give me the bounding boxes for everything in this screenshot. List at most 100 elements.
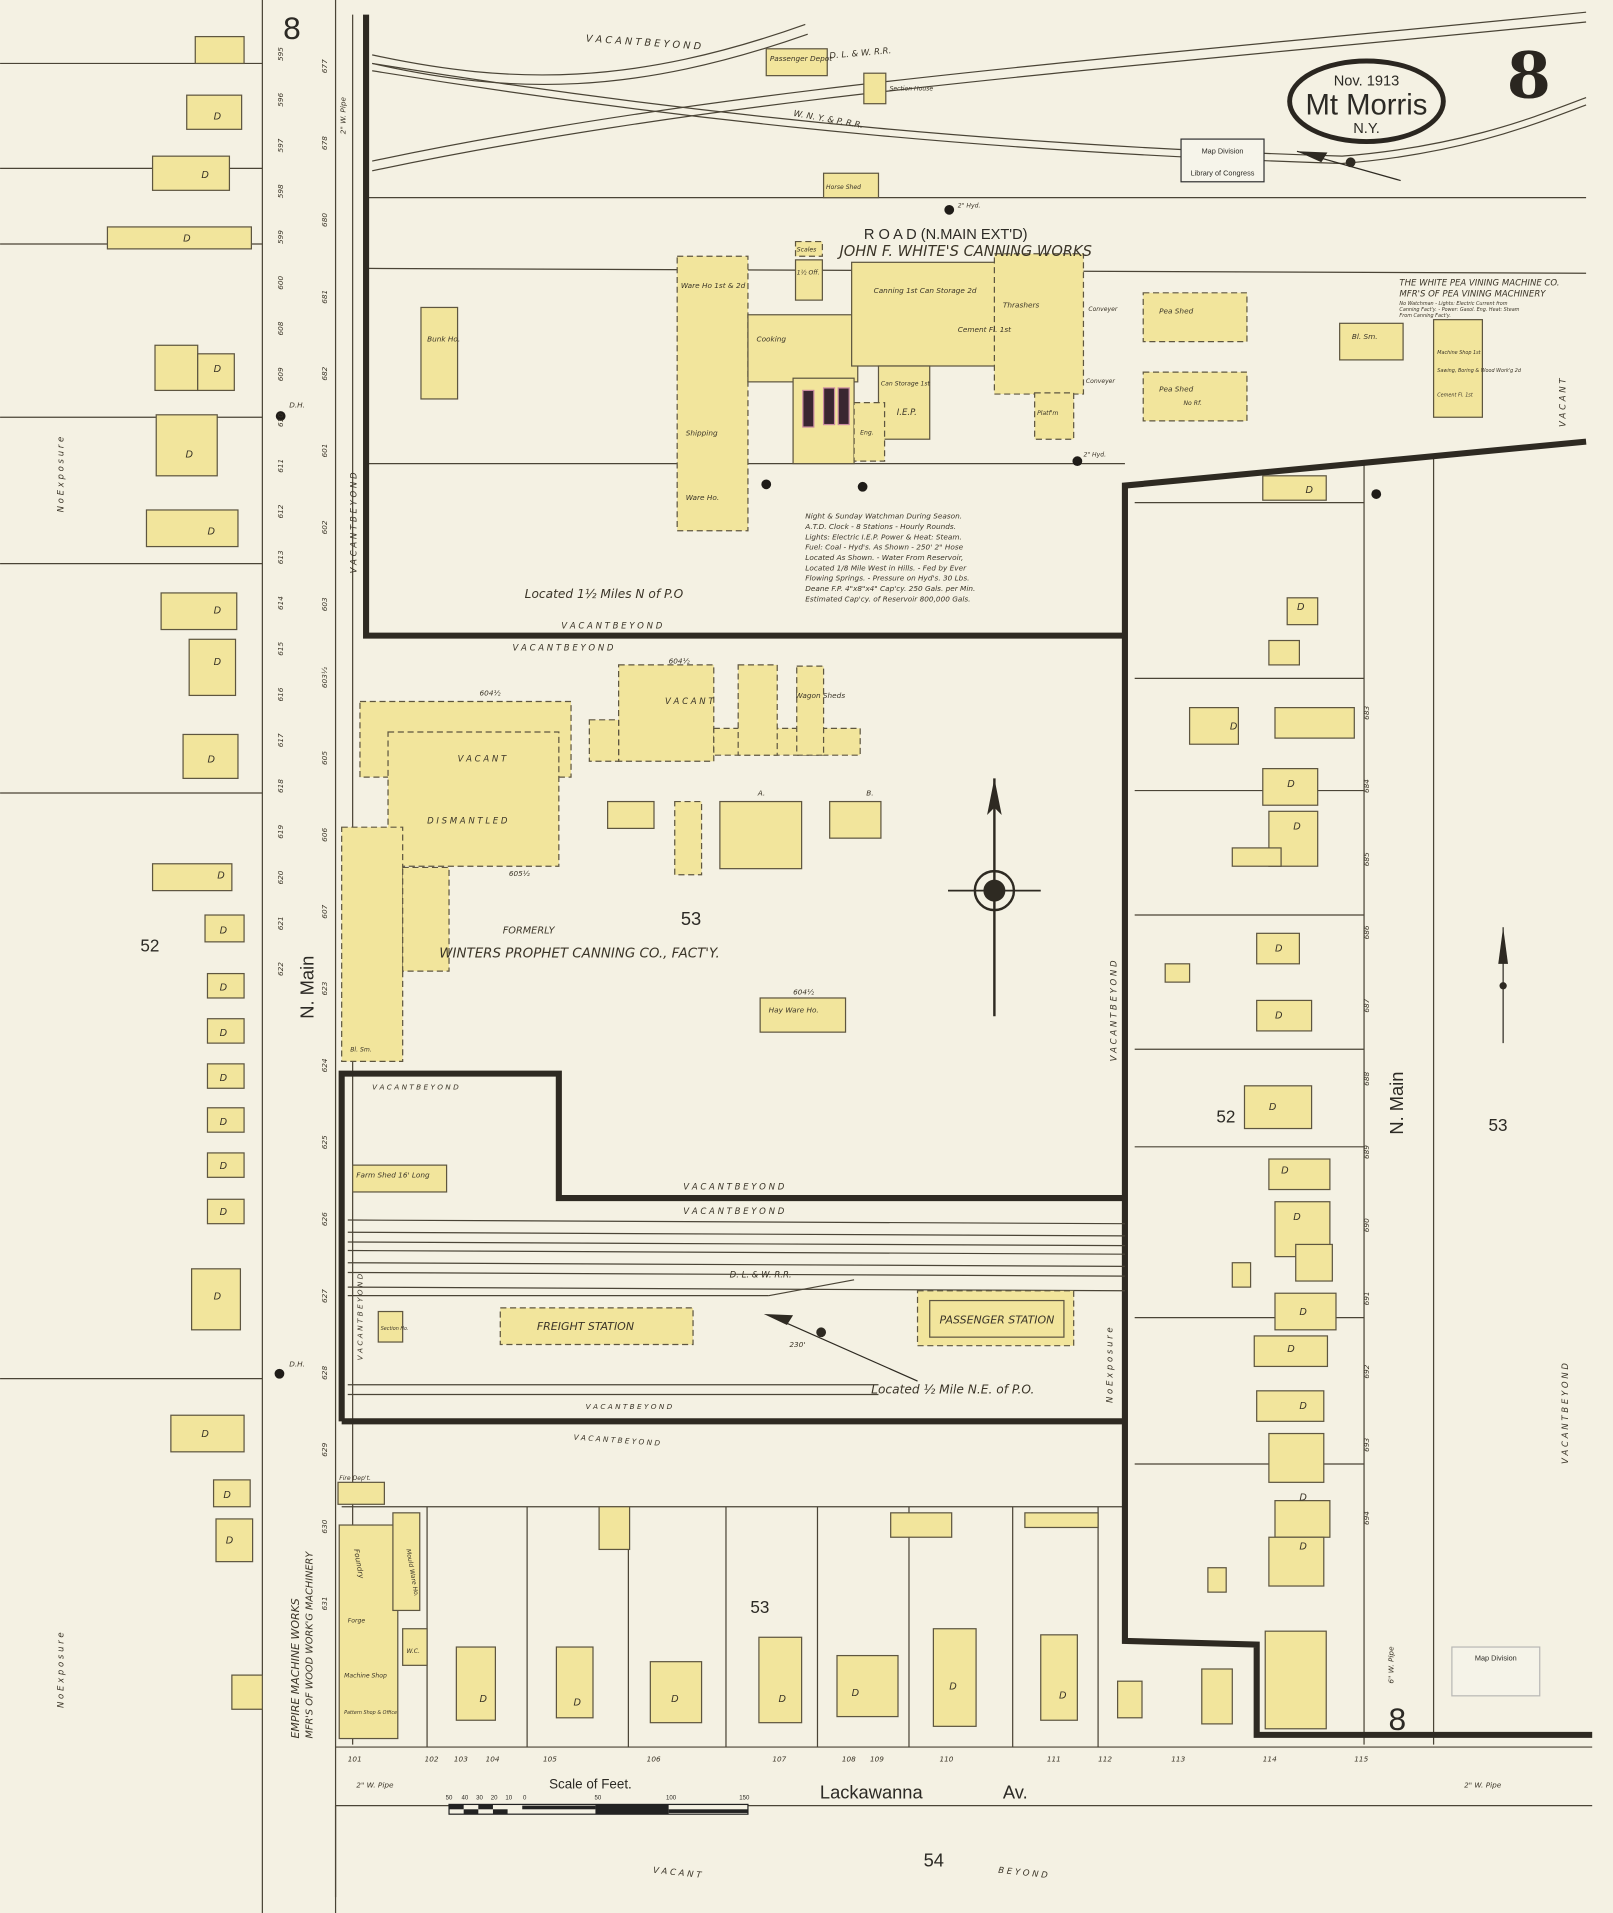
dwelling [1268, 1432, 1325, 1483]
vacant-label: V A C A N T [652, 1866, 702, 1881]
stamp-division: Map Division [1202, 147, 1244, 156]
platform [1034, 392, 1075, 440]
dwelling [1286, 597, 1319, 626]
house-number: 621 [276, 916, 285, 930]
labels-layer: V A C A N T B E Y O N DW. N. Y. & P. R.R… [57, 34, 1571, 1881]
house-number: 611 [276, 459, 285, 473]
shipping-label: Shipping [686, 429, 718, 438]
pea-shed-no-roof [1142, 371, 1248, 422]
vacant-beyond-label: V A C A N T B E Y O N D [683, 1207, 784, 1217]
house-number: 104 [486, 1755, 500, 1764]
blacksmith-shop [1339, 322, 1404, 361]
house-number: 690 [1362, 1218, 1371, 1232]
compass-rose-icon [948, 778, 1041, 1017]
dwelling-code-label: D [220, 925, 228, 936]
dwelling-code-label: D [220, 1028, 228, 1039]
house-number: 691 [1362, 1291, 1371, 1305]
house-number: 105 [543, 1755, 557, 1764]
canning-works-note: Fuel: Coal - Hyd's. As Shown - 250' 2" H… [805, 543, 963, 552]
dwelling-code-label: D [226, 1535, 234, 1546]
house-number: 694 [1362, 1511, 1371, 1525]
library-stamp: Map Division Library of Congress Map Div… [1180, 138, 1541, 1697]
house-number: 598 [276, 184, 285, 198]
house-number: 608 [276, 321, 285, 335]
dwelling-code-label: D [220, 1161, 228, 1172]
fire-department-hose-house [337, 1481, 385, 1505]
dwelling-code-label: D [671, 1694, 679, 1705]
title-cartouche: Nov. 1913 Mt Morris N.Y. [1287, 58, 1446, 144]
canning-building [851, 261, 997, 367]
dwelling [1201, 1668, 1233, 1725]
horse-shed [822, 172, 880, 199]
dwelling [206, 1198, 245, 1225]
canning-works-title: JOHN F. WHITE'S CANNING WORKS [836, 243, 1091, 260]
scale-tick-label: 10 [505, 1795, 512, 1802]
dwelling [197, 353, 235, 392]
house-number: 677 [320, 59, 329, 73]
dwelling-code-label: D [1299, 1307, 1307, 1318]
vacant-beyond-label: V A C A N T B E Y O N D [349, 472, 359, 573]
vacant-building [618, 664, 715, 762]
shed [1231, 847, 1282, 867]
shed [598, 1506, 631, 1551]
dwelling-code-label: D [1287, 779, 1295, 790]
machine-shop-label: Machine Shop [344, 1673, 387, 1680]
vacant-beyond-label: V A C A N T B E Y O N D [512, 643, 613, 653]
scale-tick-label: 30 [476, 1795, 483, 1802]
winters-factory-name: WINTERS PROPHET CANNING CO., FACT'Y. [439, 947, 719, 962]
farm-shed-label: Farm Shed 16' Long [356, 1170, 430, 1179]
sheet-number: 8 [1507, 38, 1551, 113]
road-name: R O A D (N.MAIN EXT'D) [864, 227, 1028, 243]
house-number: 687 [1362, 998, 1371, 1012]
farm-shed [352, 1164, 448, 1193]
house-number: 683 [1362, 706, 1371, 720]
dwelling [215, 1518, 254, 1563]
canning-works-note: Estimated Cap'cy. of Reservoir 800,000 G… [805, 594, 970, 603]
dh-label: D.H. [289, 400, 305, 409]
pea-vining-title: THE WHITE PEA VINING MACHINE CO. [1399, 278, 1559, 288]
scale-tick-label: 0 [523, 1795, 527, 1802]
boiler-icon [822, 387, 836, 426]
dwelling [932, 1628, 977, 1727]
pea-shed-label: Pea Shed [1159, 385, 1193, 394]
dwelling-code-label: D [1297, 602, 1305, 613]
dwelling [1274, 1500, 1331, 1538]
no-exposure-label: N o E x p o s u r e [57, 437, 67, 513]
dwelling [1253, 1335, 1329, 1368]
no-exposure-label: N o E x p o s u r e [1106, 1327, 1116, 1403]
conveyor-label: Conveyer [1088, 306, 1118, 313]
cooking-building [747, 314, 859, 383]
station-location-label: Located ½ Mile N.E. of P.O. [871, 1382, 1034, 1396]
pea-vining-note: Canning Fact'y. - Power: Gasol. Eng. Hea… [1399, 307, 1519, 313]
dwelling-code-label: D [201, 170, 209, 181]
house-number: 624 [320, 1058, 329, 1072]
section-house [863, 72, 887, 105]
canning-works-note: Deane F.P. 4"x8"x4" Cap'cy. 250 Gals. pe… [805, 584, 975, 593]
railroad-label-dlw: D. L. & W. R.R. [829, 46, 892, 61]
address-label: 605½ [509, 869, 530, 878]
house-number: 689 [1362, 1145, 1371, 1159]
dwelling-code-label: D [1299, 1401, 1307, 1412]
dwelling-code-label: D [223, 1490, 231, 1501]
dwelling [151, 863, 233, 892]
buildings-layer [106, 35, 1484, 1740]
house-number: 680 [320, 213, 329, 227]
dwelling-code-label: D [207, 526, 215, 537]
cooking-label: Cooking [756, 335, 786, 344]
pea-vining-machine-shop [1432, 319, 1484, 418]
dwelling [206, 972, 245, 999]
house-number: 688 [1362, 1072, 1371, 1086]
platform-label: Platf'm [1037, 409, 1058, 417]
house-number: 610 [276, 413, 285, 427]
dwelling [1256, 932, 1301, 965]
dwelling [206, 1063, 245, 1089]
shed [1207, 1567, 1227, 1593]
house-number: 112 [1098, 1755, 1112, 1764]
dwelling-code-label: D [1293, 1212, 1301, 1223]
pea-vining-subtitle: MFR'S OF PEA VINING MACHINERY [1399, 289, 1546, 299]
canning-label: Canning 1st Can Storage 2d [874, 286, 977, 295]
vacant-beyond-label: V A C A N T B E Y O N D [573, 1433, 660, 1448]
street-name-n-main: N. Main [297, 956, 318, 1019]
